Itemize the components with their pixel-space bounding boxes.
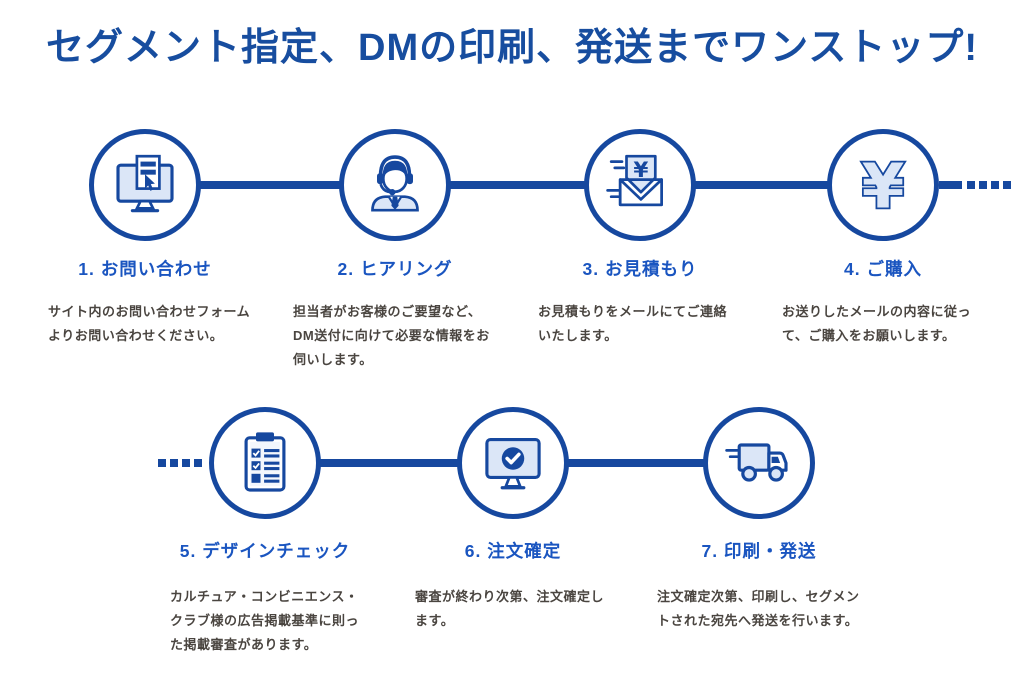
dot (979, 181, 987, 189)
envelope-yen-icon: ¥ (606, 154, 663, 207)
dot (991, 181, 999, 189)
page-title: セグメント指定、DMの印刷、発送までワンストップ! (46, 27, 978, 69)
dot (967, 181, 975, 189)
step-circle-5 (209, 407, 321, 519)
step-label-3: 3. お見積もり (582, 259, 698, 279)
step-description-2: 担当者がお客様のご要望など、 DM送付に向けて必要な情報をお 伺いします。 (293, 304, 490, 367)
step-label-5: 5. デザインチェック (179, 541, 351, 561)
step-description-4: お送りしたメールの内容に従っ て、ご購入をお願いします。 (782, 304, 972, 343)
step-description-7: 注文確定次第、印刷し、セグメン トされた宛先へ発送を行います。 (657, 589, 860, 628)
monitor-check-icon (485, 438, 541, 490)
delivery-truck-icon (725, 443, 788, 482)
step-label-2: 2. ヒアリング (337, 259, 453, 279)
step-label-6: 6. 注文確定 (464, 541, 562, 561)
yen-glyph: ¥ (633, 158, 648, 183)
continuation-dots-left (158, 459, 202, 467)
monitor-form-cursor-icon (116, 154, 174, 213)
step-label-7: 7. 印刷・発送 (701, 541, 817, 561)
step-label-4: 4. ご購入 (844, 259, 922, 279)
step-circle-7 (703, 407, 815, 519)
step-circle-3: ¥ (584, 129, 696, 241)
continuation-dots-right (967, 181, 1011, 189)
dot (1003, 181, 1011, 189)
connector-stub-right (939, 181, 962, 189)
yen-icon: ¥ (860, 150, 906, 222)
yen-glyph: ¥ (862, 152, 905, 222)
step-circle-1 (89, 129, 201, 241)
checklist-clipboard-icon (244, 432, 286, 492)
step-description-5: カルチュア・コンビニエンス・ クラブ様の広告掲載基準に則っ た掲載審査があります… (170, 589, 360, 652)
step-circle-2 (339, 129, 451, 241)
step-description-6: 審査が終わり次第、注文確定し ます。 (415, 589, 605, 628)
step-circle-6 (457, 407, 569, 519)
dot (158, 459, 166, 467)
connector-line-row1 (145, 181, 883, 189)
dot (182, 459, 190, 467)
step-label-1: 1. お問い合わせ (78, 259, 212, 279)
dot (170, 459, 178, 467)
step-description-1: サイト内のお問い合わせフォーム よりお問い合わせください。 (48, 304, 251, 343)
support-operator-icon (371, 155, 419, 212)
step-description-3: お見積もりをメールにてご連絡 いたします。 (538, 304, 728, 343)
step-circle-4: ¥ (827, 129, 939, 241)
dot (194, 459, 202, 467)
